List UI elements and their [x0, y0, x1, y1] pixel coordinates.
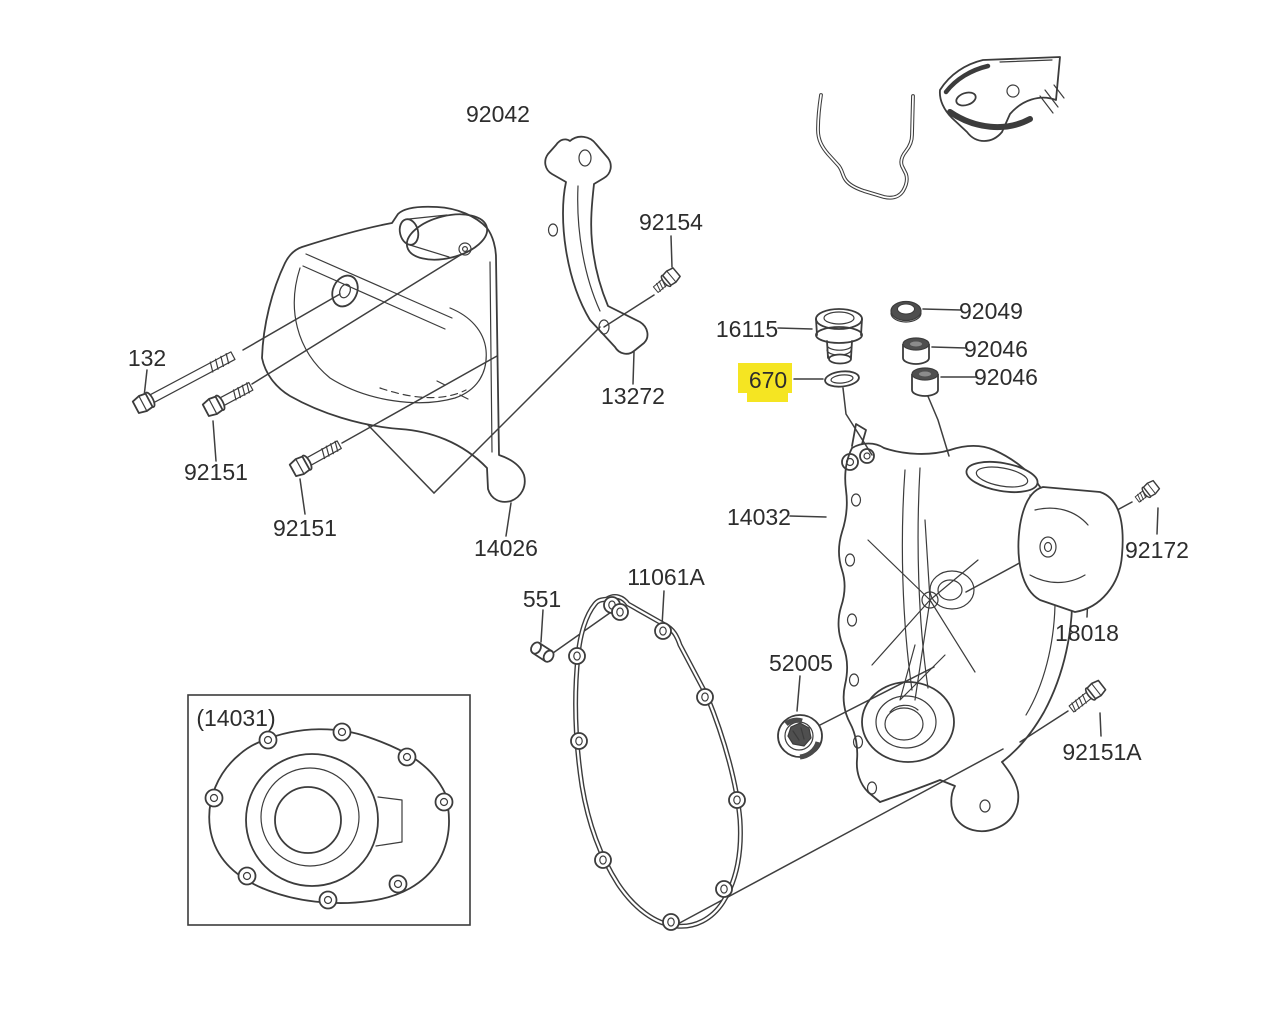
oil-filler-plug-16115-drawing [815, 308, 863, 365]
part-label-92151: 92151 [184, 459, 248, 485]
generator-cover-14031-drawing [204, 722, 454, 910]
oil-plug-52005-drawing [777, 714, 823, 760]
part-label-52005: 52005 [769, 650, 833, 676]
part-label-92151a: 92151A [1062, 739, 1142, 765]
bolt-92154-drawing [652, 267, 681, 293]
part-label-92172: 92172 [1125, 537, 1189, 563]
highlight-670 [738, 363, 792, 402]
bushing-92046-2-drawing [911, 367, 939, 397]
part-label-14031: (14031) [196, 705, 275, 731]
generator-cover-bolt-ears [204, 722, 454, 910]
part-label-92046: 92046 [964, 336, 1028, 362]
o-ring-670-drawing [824, 370, 860, 388]
part-label-670-highlighted: 670 [749, 367, 787, 393]
bushing-92046-drawing [902, 337, 930, 365]
part-label-14032: 14032 [727, 504, 791, 530]
bolt-92151-drawing [201, 381, 254, 417]
bracket-13272-drawing [544, 135, 649, 355]
dowel-pin-551-drawing [530, 641, 555, 663]
part-label-92046-2: 92046 [974, 364, 1038, 390]
bolt-92151-2-drawing [288, 440, 342, 477]
part-label-92154: 92154 [639, 209, 703, 235]
part-labels: 92042 92154 132 92151 92151 13272 16115 … [128, 101, 1189, 765]
reference-box-14031 [187, 694, 471, 926]
part-label-18018: 18018 [1055, 620, 1119, 646]
cover-piece-18018-drawing [1017, 486, 1124, 613]
part-label-92049: 92049 [959, 298, 1023, 324]
bolt-92151a-drawing [1068, 679, 1107, 713]
part-label-11061a: 11061A [627, 564, 705, 590]
cover-gasket-11061a-drawing [568, 594, 746, 931]
gasket-bolt-holes [568, 596, 746, 931]
part-label-92042: 92042 [466, 101, 530, 127]
part-label-551: 551 [523, 586, 561, 612]
top-gasket-drawing [816, 93, 915, 200]
part-label-16115: 16115 [716, 316, 778, 342]
part-label-132: 132 [128, 345, 166, 371]
screw-92172-drawing [1134, 479, 1161, 503]
seal-92049-drawing [890, 300, 922, 323]
top-right-partial-part-drawing [939, 56, 1065, 142]
part-label-13272: 13272 [601, 383, 665, 409]
part-label-92151-2: 92151 [273, 515, 337, 541]
clutch-cover-14032-drawing [837, 423, 1074, 832]
bolt-132-drawing [131, 351, 236, 414]
part-label-14026: 14026 [474, 535, 538, 561]
clutch-cover-92042-drawing [261, 205, 526, 503]
